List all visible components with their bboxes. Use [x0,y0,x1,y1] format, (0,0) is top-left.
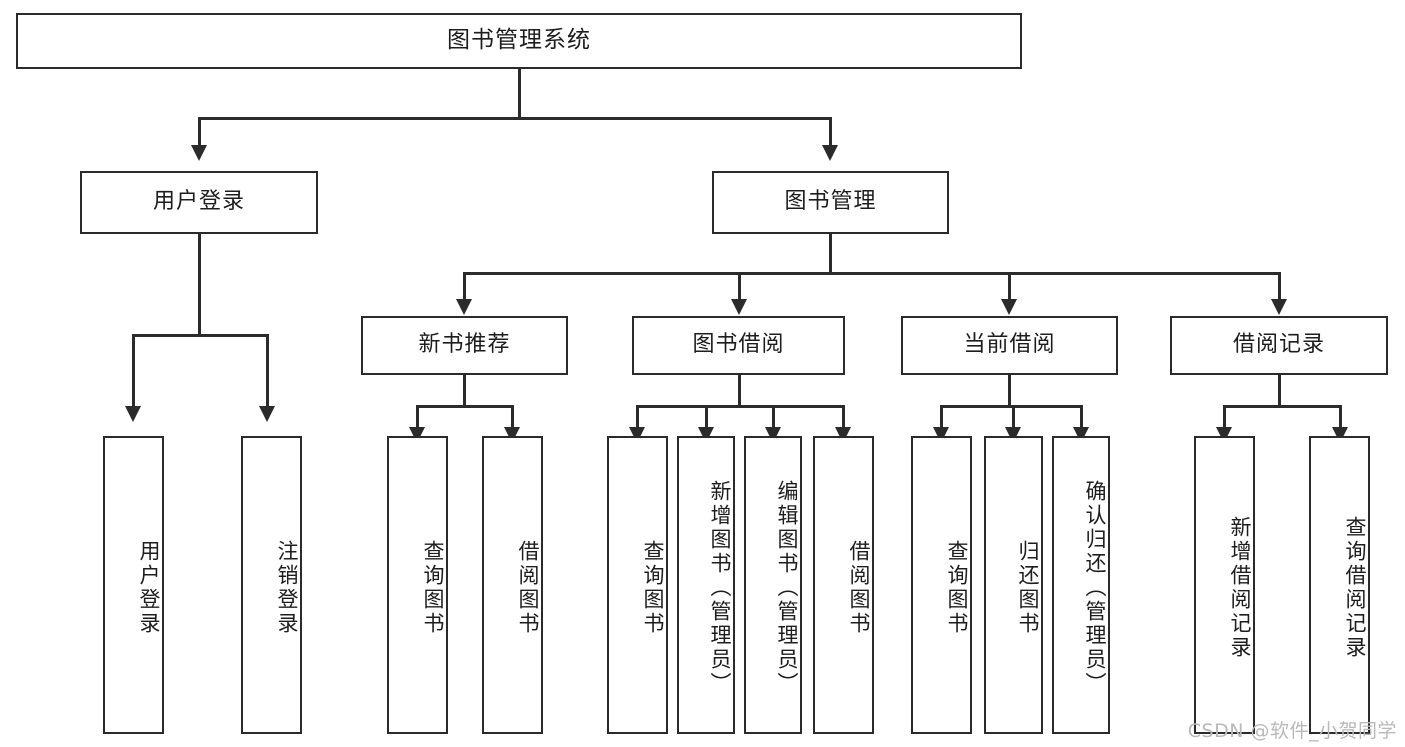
node-leaf-logout[interactable]: 注销登录 [241,436,302,734]
connector-drop-confirm-return [1080,405,1083,427]
arrow-to-borrow-record [1271,299,1287,315]
connector-user-login-stem [198,234,201,335]
connector-book-manage-stem [829,234,832,273]
connector-drop-add-book [705,405,708,427]
node-label: 查询借阅记录 [1343,516,1367,660]
connector-drop-current-borrow [1008,272,1011,299]
node-leaf-confirm-return[interactable]: 确认归还（管理员） [1052,436,1110,734]
node-leaf-add-book[interactable]: 新增图书（管理员） [677,436,735,734]
arrow-to-leaf-user-login [125,406,141,422]
node-label: 用户登录 [152,189,245,215]
node-label: 查询图书 [641,540,665,636]
arrow-to-book-manage [822,145,838,161]
arrow-to-user-login [191,145,207,161]
node-leaf-query-book-3[interactable]: 查询图书 [911,436,972,734]
node-leaf-borrow-book-1[interactable]: 借阅图书 [482,436,543,734]
node-book-borrow[interactable]: 图书借阅 [632,316,845,375]
connector-book-borrow-stem [738,375,741,406]
connector-drop-borrow-book-2 [842,405,845,427]
node-label: 查询图书 [945,540,969,636]
node-leaf-query-book-2[interactable]: 查询图书 [607,436,668,734]
connector-drop-leaf-logout [266,334,269,406]
node-label: 归还图书 [1016,540,1040,636]
node-label: 借阅图书 [516,540,540,636]
node-leaf-query-book-1[interactable]: 查询图书 [387,436,448,734]
connector-drop-book-borrow [738,272,741,299]
arrow-to-leaf-logout [259,406,275,422]
node-leaf-user-login[interactable]: 用户登录 [103,436,164,734]
node-user-login[interactable]: 用户登录 [80,171,318,234]
node-new-book-recommend[interactable]: 新书推荐 [361,316,568,375]
csdn-watermark: CSDN @软件_小贺同学 [1187,720,1397,742]
node-label: 编辑图书（管理员） [775,480,799,696]
node-label: 注销登录 [275,540,299,636]
connector-drop-borrow-record [1278,272,1281,299]
connector-drop-return-book [1012,405,1015,427]
connector-borrow-record-stem [1278,375,1281,406]
node-leaf-query-record[interactable]: 查询借阅记录 [1309,436,1370,734]
connector-current-borrow-stem [1008,375,1011,406]
connector-user-login-bus [132,334,266,337]
node-label: 确认归还（管理员） [1083,480,1107,696]
node-book-management[interactable]: 图书管理 [712,171,949,234]
node-label: 当前借阅 [963,332,1056,358]
connector-drop-add-record [1223,405,1226,427]
connector-new-book-recommend-bus [416,405,512,408]
node-label: 查询图书 [421,540,445,636]
node-label: 图书管理系统 [447,27,591,54]
node-leaf-edit-book[interactable]: 编辑图书（管理员） [744,436,802,734]
node-label: 借阅图书 [847,540,871,636]
connector-drop-query-book-2 [636,405,639,427]
arrow-to-current-borrow [1001,299,1017,315]
connector-current-borrow-bus [940,405,1082,408]
connector-drop-new-book-recommend [463,272,466,299]
connector-level1-drop-book-manage [829,117,832,145]
node-borrow-record[interactable]: 借阅记录 [1170,316,1388,375]
connector-level1-bus [198,117,830,120]
node-leaf-add-record[interactable]: 新增借阅记录 [1194,436,1255,734]
connector-level1-drop-user-login [198,117,201,145]
arrow-to-book-borrow [731,299,747,315]
node-label: 新增借阅记录 [1228,516,1252,660]
node-root-book-management-system[interactable]: 图书管理系统 [16,13,1022,69]
connector-drop-query-book-1 [416,405,419,427]
node-leaf-borrow-book-2[interactable]: 借阅图书 [813,436,874,734]
node-label: 用户登录 [137,540,161,636]
node-label: 图书借阅 [692,332,785,358]
node-leaf-return-book[interactable]: 归还图书 [984,436,1043,734]
connector-borrow-record-bus [1223,405,1340,408]
node-label: 新书推荐 [418,332,511,358]
connector-root-stem [518,69,521,118]
connector-level2-bus [463,272,1279,275]
connector-drop-edit-book [772,405,775,427]
connector-drop-query-record [1339,405,1342,427]
connector-new-book-recommend-stem [463,375,466,406]
node-current-borrow[interactable]: 当前借阅 [901,316,1118,375]
node-label: 新增图书（管理员） [708,480,732,696]
node-label: 图书管理 [784,189,877,215]
node-label: 借阅记录 [1232,332,1325,358]
arrow-to-new-book-recommend [456,299,472,315]
connector-drop-leaf-user-login [132,334,135,406]
connector-drop-borrow-book-1 [511,405,514,427]
connector-drop-query-book-3 [940,405,943,427]
connector-book-borrow-bus [636,405,844,408]
